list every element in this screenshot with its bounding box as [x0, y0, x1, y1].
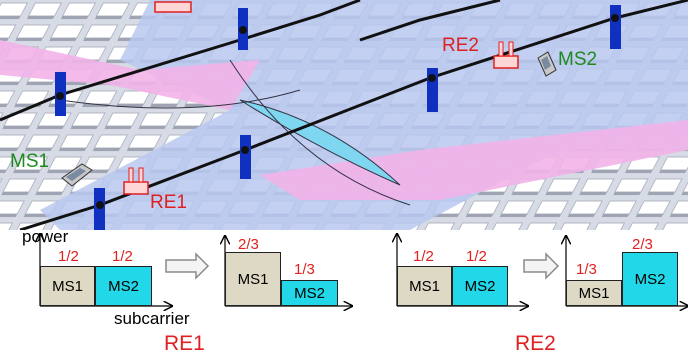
fraction-ms2-re2-before: 1/2: [466, 248, 487, 265]
block-ms1-re2-after: MS1: [566, 280, 622, 306]
pole-5: [610, 5, 621, 49]
transition-arrow-re1: [165, 252, 210, 280]
pole-3: [240, 135, 251, 179]
ms2-label: MS2: [558, 49, 598, 70]
pole-2: [55, 72, 66, 116]
coverage-overlap: [239, 99, 401, 186]
fraction-ms2-re2-after: 2/3: [632, 236, 653, 253]
fraction-ms1-re2-before: 1/2: [413, 248, 434, 265]
wire-main: [19, 0, 688, 230]
pink-zone-right: [260, 120, 688, 200]
fraction-ms2-re1-after: 1/3: [294, 261, 315, 278]
city-scene: [0, 0, 688, 230]
block-ms1-re2-before: MS1: [397, 266, 452, 306]
relay-top-icon: [154, 1, 192, 13]
fraction-ms2-re1-before: 1/2: [112, 248, 133, 265]
transition-arrow-re2: [523, 252, 560, 280]
block-ms1-re1-after: MS1: [225, 252, 281, 306]
re1-label: RE1: [150, 192, 187, 213]
pole-4: [427, 68, 438, 112]
block-ms2-re2-after: MS2: [622, 252, 678, 306]
relay-re1-icon: [123, 167, 149, 195]
pole-6: [94, 188, 105, 230]
phone-ms2-icon: [537, 51, 557, 77]
re2-label: RE2: [442, 35, 479, 56]
fraction-ms1-re1-before: 1/2: [58, 248, 79, 265]
caption-re1: RE1: [164, 332, 205, 355]
block-ms2-re2-before: MS2: [452, 266, 508, 306]
phone-ms1-icon: [61, 163, 93, 187]
coverage-edge: [229, 59, 411, 206]
block-ms1-re1-before: MS1: [40, 266, 95, 306]
fraction-ms1-re1-after: 2/3: [238, 236, 259, 253]
relay-re2-icon: [493, 41, 519, 69]
coverage-edge-2: [59, 89, 301, 109]
pole-1: [238, 8, 248, 50]
blue-road-zone: [40, 0, 688, 230]
wire-top-right: [359, 0, 501, 42]
fraction-ms1-re2-after: 1/3: [576, 261, 597, 278]
caption-re2: RE2: [515, 332, 556, 355]
x-axis-label: subcarrier: [114, 309, 190, 328]
ms1-label: MS1: [10, 151, 50, 172]
block-ms2-re1-before: MS2: [95, 266, 152, 306]
block-ms2-re1-after: MS2: [281, 280, 338, 306]
y-axis-label: power: [22, 227, 69, 246]
